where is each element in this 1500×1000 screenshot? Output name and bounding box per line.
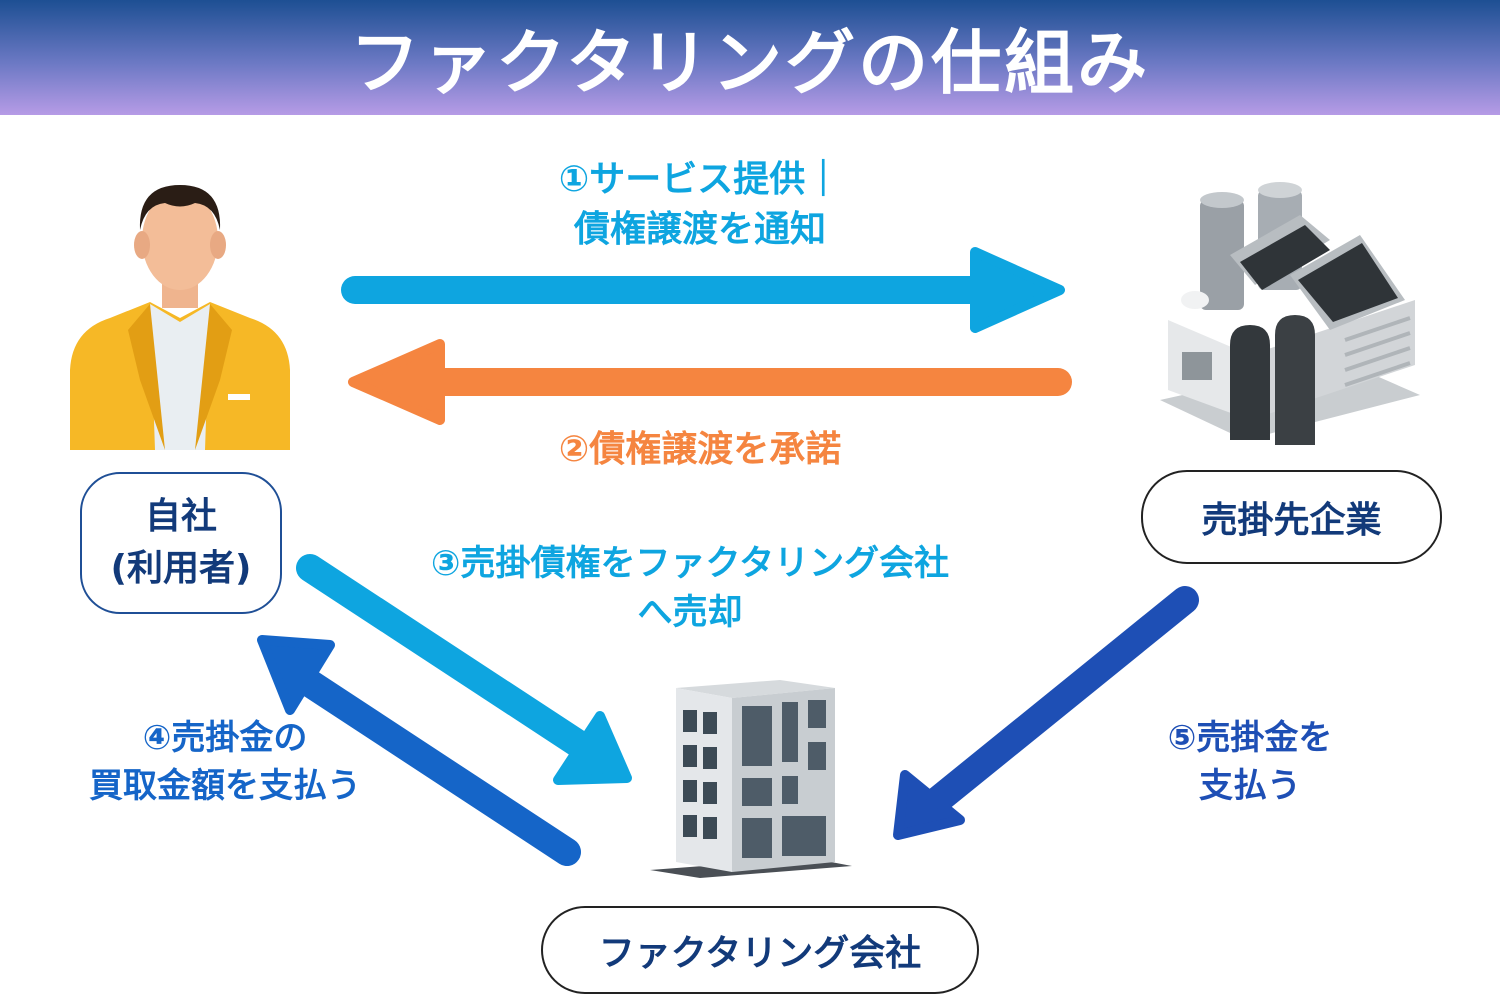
step1-line2: 債権譲渡を通知 [573,209,826,251]
step3-label: ③売掛債権をファクタリング会社 へ売却 [360,540,1020,638]
step3-line2: へ売却 [637,593,743,633]
arrow-step1 [341,247,1065,333]
step2-line1: ②債権譲渡を承諾 [558,429,842,470]
arrow-step2 [348,339,1072,425]
businessman-icon [70,185,290,450]
arrow-step3 [296,554,632,785]
step2-label: ②債権譲渡を承諾 [500,425,900,475]
step5-line2: 支払う [1199,765,1301,806]
step1-label: ①サービス提供｜ 債権譲渡を通知 [520,155,880,256]
node-self: 自社 (利用者) [80,472,282,614]
step4-label: ④売掛金の 買取金額を支払う [40,715,410,810]
node-factoring-label: ファクタリング会社 [598,933,922,974]
node-self-line2: (利用者) [110,548,252,589]
step4-line2: 買取金額を支払う [89,765,361,806]
office-building-icon [650,680,852,878]
arrow-step4 [257,635,581,866]
step5-line1: ⑤売掛金を [1167,718,1333,758]
step3-line1: ③売掛債権をファクタリング会社 [430,544,950,584]
step4-line1: ④売掛金の [142,718,308,758]
page-title: ファクタリングの仕組み [349,22,1151,104]
factory-icon [1160,182,1420,445]
title-banner: ファクタリングの仕組み [0,0,1500,115]
step5-label: ⑤売掛金を 支払う [1125,715,1375,810]
node-customer-label: 売掛先企業 [1201,500,1382,541]
arrow-step5 [893,586,1199,840]
node-self-line1: 自社 [144,495,217,537]
step1-line1: ①サービス提供｜ [558,159,842,200]
node-factoring: ファクタリング会社 [541,906,979,994]
node-customer: 売掛先企業 [1141,470,1442,564]
